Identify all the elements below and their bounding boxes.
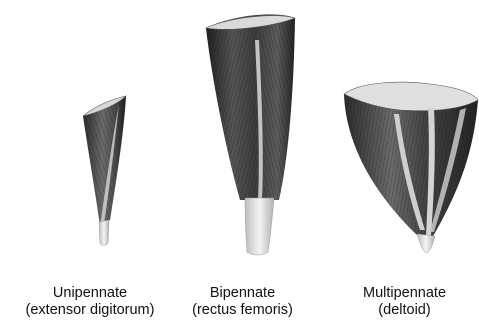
bipennate-muscle: [206, 14, 295, 255]
unipennate-tendon: [99, 220, 109, 245]
unipennate-example: (extensor digitorum): [0, 302, 180, 319]
unipennate-caption: Unipennate (extensor digitorum): [0, 285, 180, 319]
unipennate-muscle: [83, 96, 126, 245]
multipennate-example: (deltoid): [330, 302, 479, 319]
bipennate-caption: Bipennate (rectus femoris): [175, 285, 310, 319]
bipennate-example: (rectus femoris): [175, 302, 310, 319]
bipennate-tendon: [245, 198, 274, 255]
multipennate-caption: Multipennate (deltoid): [330, 285, 479, 319]
unipennate-label: Unipennate: [0, 285, 180, 302]
multipennate-label: Multipennate: [330, 285, 479, 302]
multipennate-muscle: [344, 82, 478, 253]
bipennate-label: Bipennate: [175, 285, 310, 302]
multipennate-tendon: [417, 234, 435, 253]
